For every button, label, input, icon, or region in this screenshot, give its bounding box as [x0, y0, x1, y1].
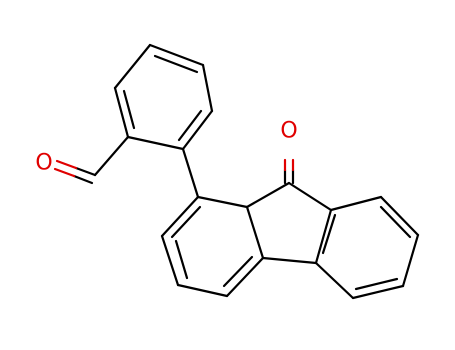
- fluorenone-left-ring: [160, 195, 265, 298]
- double-bond-black: [74, 166, 97, 177]
- bond: [201, 63, 214, 113]
- double-bond-inner: [177, 109, 203, 142]
- bond: [181, 109, 214, 151]
- double-bond-inner: [354, 277, 399, 291]
- double-bond-inner: [153, 54, 199, 74]
- bond: [176, 283, 229, 298]
- benzaldehyde-ring: [113, 43, 214, 151]
- bond: [351, 284, 405, 300]
- biaryl-bond: [181, 147, 200, 199]
- bond: [113, 43, 152, 90]
- bond: [148, 43, 205, 67]
- bond: [401, 233, 420, 288]
- bond: [160, 195, 200, 238]
- double-bond-inner: [174, 239, 189, 280]
- bond: [196, 195, 249, 209]
- bond: [225, 256, 265, 298]
- aldehyde-oxygen-label: O: [35, 151, 52, 176]
- double-bond-inner: [321, 213, 337, 255]
- bond: [287, 181, 333, 212]
- double-bond-inner: [122, 89, 136, 130]
- fluorenone-five-membered-ring: [245, 181, 333, 265]
- bond: [314, 261, 355, 300]
- ketone-oxygen-label: O: [280, 119, 297, 144]
- bond: [93, 135, 130, 177]
- double-bond-red: [55, 159, 78, 170]
- bond: [379, 195, 420, 237]
- bond: [329, 195, 383, 212]
- bond: [113, 86, 130, 139]
- aldehyde-group: O: [35, 135, 130, 185]
- double-bond-red: [53, 167, 76, 178]
- bond: [314, 208, 333, 265]
- double-bond-black: [72, 174, 94, 185]
- bond: [126, 135, 185, 151]
- bond: [160, 234, 180, 287]
- bond: [245, 205, 265, 260]
- double-bond-inner: [222, 255, 254, 288]
- bond: [245, 181, 291, 209]
- fluorenone-right-ring: [314, 195, 420, 300]
- ketone-group: O: [280, 119, 298, 185]
- double-bond-inner: [170, 205, 202, 239]
- double-bond-inner: [379, 205, 412, 239]
- bond: [261, 256, 318, 265]
